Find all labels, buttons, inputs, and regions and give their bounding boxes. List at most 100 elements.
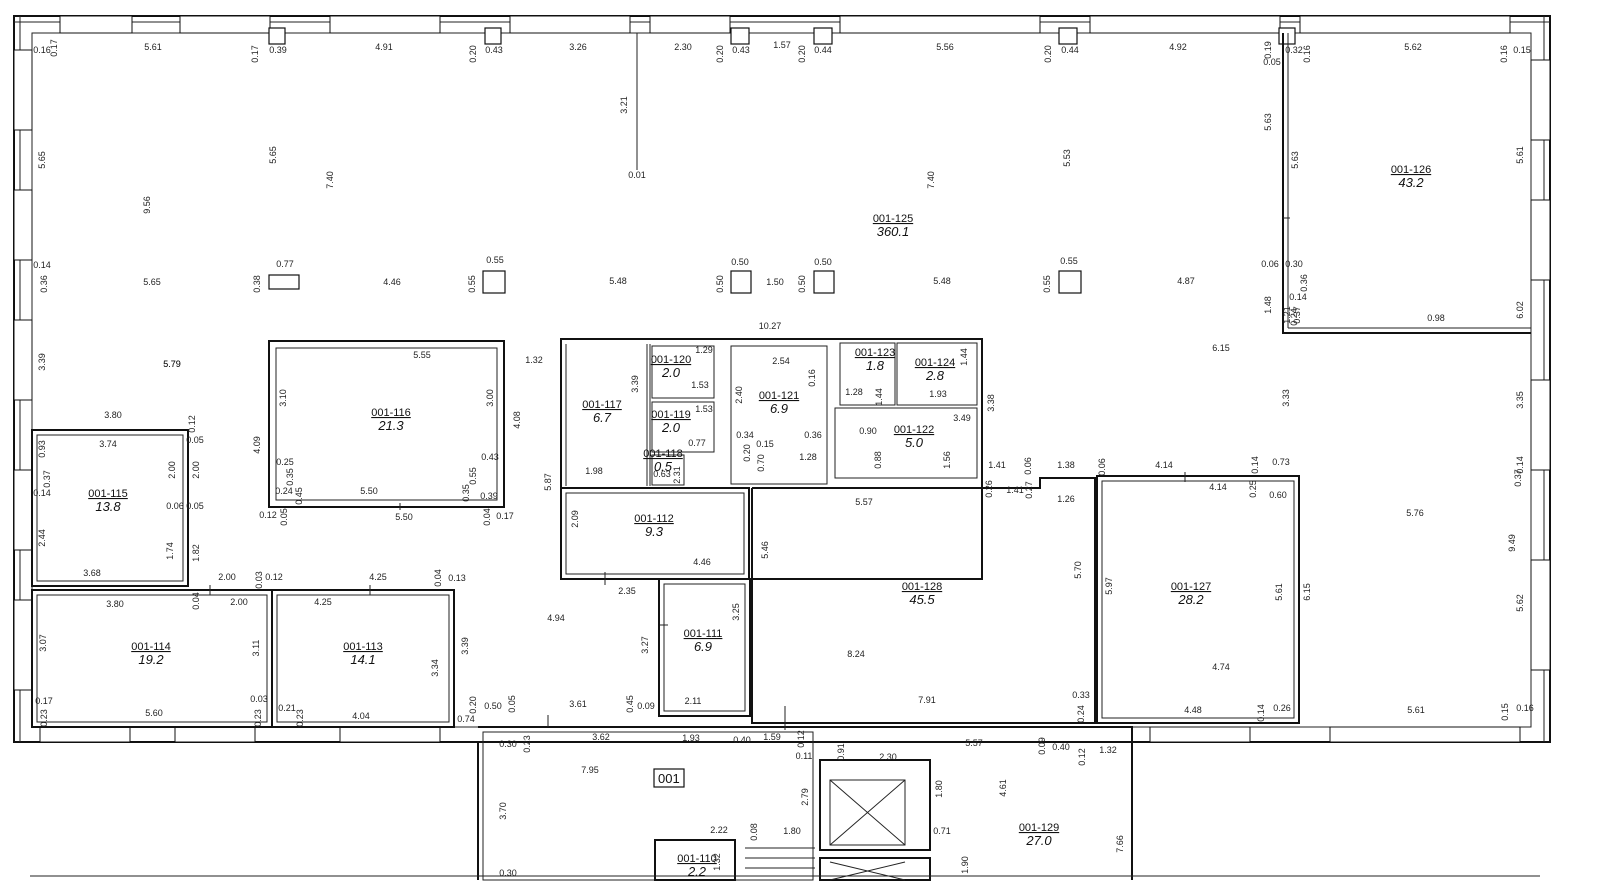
room-area-label: 2.0: [661, 365, 681, 380]
dimension-label: 6.15: [1212, 343, 1230, 353]
dimension-label: 0.36: [1299, 274, 1309, 292]
room-area-label: 43.2: [1398, 175, 1424, 190]
dimension-label: 0.09: [1037, 737, 1047, 755]
dimension-label: 0.01: [628, 170, 646, 180]
dimension-label: 0.37: [42, 470, 52, 488]
dimension-label: 1.28: [799, 452, 817, 462]
room-area-label: 2.8: [925, 368, 945, 383]
room-area-label: 6.9: [694, 639, 712, 654]
room-area-label: 0.5: [654, 459, 673, 474]
dimension-label: 0.16: [33, 45, 51, 55]
dimension-label: 2.30: [674, 42, 692, 52]
dimension-label: 0.39: [480, 491, 498, 501]
dimension-label: 3.07: [38, 634, 48, 652]
dimension-label: 1.56: [942, 451, 952, 469]
dimension-label: 1.44: [874, 388, 884, 406]
dimension-label: 0.98: [1427, 313, 1445, 323]
dimension-label: 0.03: [254, 571, 264, 589]
dimension-label: 4.14: [1209, 482, 1227, 492]
dimension-label: 0.12: [265, 572, 283, 582]
dimension-label: 4.08: [512, 411, 522, 429]
dimension-label: 1.21: [1282, 306, 1292, 324]
dimension-label: 3.61: [569, 699, 587, 709]
dimension-label: 0.55: [486, 255, 504, 265]
room-area-label: 9.3: [645, 524, 664, 539]
dimension-label: 3.62: [592, 732, 610, 742]
dimension-label: 5.76: [1406, 508, 1424, 518]
dimension-label: 3.39: [460, 637, 470, 655]
dimension-label: 0.20: [742, 444, 752, 462]
dimension-label: 3.39: [630, 375, 640, 393]
room-area-label: 13.8: [95, 499, 121, 514]
dimension-label: 1.57: [773, 40, 791, 50]
dimension-label: 0.16: [1516, 703, 1534, 713]
dimension-label: 0.19: [1263, 41, 1273, 59]
dimension-label: 0.23: [295, 709, 305, 727]
dimension-label: 0.55: [1060, 256, 1078, 266]
dimension-label: 0.04: [482, 508, 492, 526]
dimension-label: 3.35: [1515, 391, 1525, 409]
dimension-label: 3.11: [251, 640, 261, 657]
dimension-label: 0.20: [468, 45, 478, 63]
dimension-label: 3.39: [37, 353, 47, 371]
dimension-label: 0.23: [39, 709, 49, 727]
dimension-label: 3.80: [104, 410, 122, 420]
dimension-label: 0.16: [1302, 45, 1312, 63]
dimension-label: 5.50: [360, 486, 378, 496]
dimension-label: 5.46: [760, 541, 770, 559]
dimension-label: 0.33: [1072, 690, 1090, 700]
dimension-label: 5.55: [413, 350, 431, 360]
room-id-label: 001-117: [582, 399, 622, 411]
dimension-label: 0.55: [468, 467, 478, 485]
dimension-label: 4.46: [383, 277, 401, 287]
room-area-label: 19.2: [138, 652, 164, 667]
floor-label-text: 001: [658, 771, 680, 786]
dimension-label: 2.35: [618, 586, 636, 596]
room-area-label: 28.2: [1177, 592, 1204, 607]
dimension-label: 1.32: [1099, 745, 1117, 755]
room-id-label: 001-118: [643, 448, 683, 460]
room-area-label: 14.1: [350, 652, 375, 667]
room-area-label: 360.1: [877, 224, 910, 239]
dimension-label: 1.32: [712, 853, 722, 871]
dimension-label: 0.12: [187, 415, 197, 433]
dimension-label: 0.26: [984, 480, 994, 498]
dimension-label: 1.80: [934, 780, 944, 798]
dimension-label: 0.44: [1061, 45, 1079, 55]
room-labels: 001-125360.1001-12643.2001-11621.3001-11…: [88, 164, 1431, 879]
dimension-label: 0.30: [1285, 259, 1303, 269]
dimension-label: 0.50: [715, 275, 725, 293]
room-id-label: 001-127: [1171, 581, 1211, 593]
dimension-label: 0.06: [1023, 457, 1033, 475]
dimension-label: 0.26: [1273, 703, 1291, 713]
dimension-label: 7.66: [1115, 835, 1125, 853]
room-id-label: 001-128: [902, 581, 942, 593]
dimension-label: 0.05: [507, 695, 517, 713]
dimension-label: 0.24: [1289, 308, 1299, 326]
dimension-label: 2.11: [685, 696, 702, 706]
dimension-label: 3.38: [986, 394, 996, 412]
dimension-label: 2.79: [800, 788, 810, 806]
dimension-label: 0.05: [279, 508, 289, 526]
room-id-label: 001-123: [855, 347, 895, 359]
room-area-label: 45.5: [909, 592, 935, 607]
dimension-label: 0.30: [499, 739, 517, 749]
dimension-label: 0.05: [1263, 57, 1281, 67]
dimension-label: 3.25: [731, 603, 741, 621]
room-area-label: 1.8: [866, 358, 885, 373]
dimension-label: 1.48: [1263, 296, 1273, 314]
dimension-label: 0.14: [33, 260, 51, 270]
dimension-label: 0.36: [39, 275, 49, 293]
dimension-label: 5.62: [1404, 42, 1422, 52]
dimension-label: 0.88: [873, 451, 883, 469]
room-id-label: 001-129: [1019, 822, 1059, 834]
dimension-label: 0.60: [1269, 490, 1287, 500]
room-area-label: 27.0: [1025, 833, 1052, 848]
dimension-label: 4.92: [1169, 42, 1187, 52]
dimension-label: 1.38: [1057, 460, 1075, 470]
